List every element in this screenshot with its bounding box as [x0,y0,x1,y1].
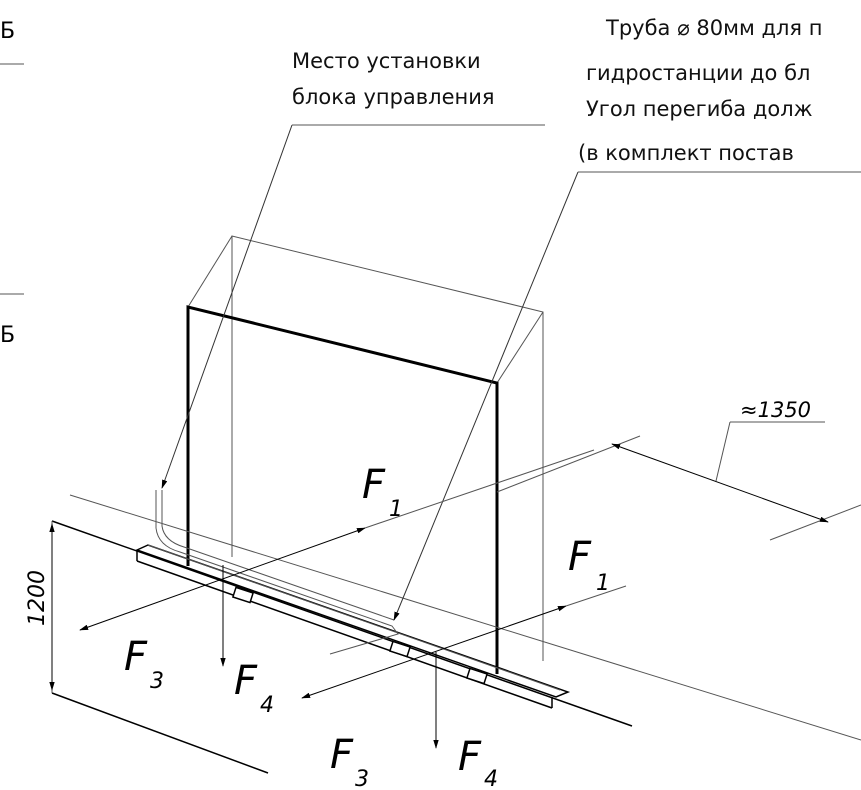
section-mark-top: Б [0,19,24,65]
dimension-depth: ≈1350 [496,398,861,541]
svg-text:Б: Б [0,19,15,44]
section-mark-bottom: Б [0,293,24,348]
force-f4-right: F 4 [433,652,498,790]
svg-text:Угол перегиба долж: Угол перегиба долж [586,97,813,121]
svg-text:3: 3 [150,669,164,694]
callout-control-unit: Место установки блока управления [292,49,495,109]
svg-text:(в комплект постав: (в комплект постав [578,141,794,165]
force-f3-left: F 3 [124,634,164,694]
svg-text:1: 1 [596,571,610,596]
force-f4-left: F 4 [220,565,274,718]
rail-bracket-3 [465,667,489,685]
callout-pipe-note: Труба ⌀ 80мм для п гидростанции до бл Уг… [578,16,822,165]
svg-text:F: F [362,462,386,508]
svg-text:F: F [124,634,148,680]
svg-text:F: F [458,734,482,780]
svg-text:Место установки: Место установки [292,49,481,73]
svg-text:1: 1 [389,497,403,522]
force-f3-right: F 3 [330,732,369,790]
gate-rear-outline [187,235,544,661]
svg-text:F: F [330,732,354,778]
svg-text:гидростанции до бл: гидростанции до бл [586,61,810,85]
force-f1-upper: F 1 [79,449,595,631]
callout-leader-pipe [393,171,861,621]
svg-text:3: 3 [355,767,369,790]
svg-text:≈1350: ≈1350 [740,398,811,422]
svg-text:4: 4 [260,693,274,718]
svg-text:Б: Б [0,323,15,348]
svg-text:блока управления: блока управления [292,85,495,109]
dimension-height: 1200 [25,523,55,691]
svg-text:F: F [234,658,258,704]
rail-bracket-2 [388,640,412,658]
gate-panel [186,305,499,674]
callout-leader-control-unit [161,124,545,489]
ground-lines [51,494,861,774]
svg-text:Труба ⌀ 80мм для п: Труба ⌀ 80мм для п [605,16,822,40]
force-f1-lower: F 1 [301,534,627,699]
svg-text:F: F [568,534,592,580]
svg-text:4: 4 [484,767,498,790]
svg-text:1200: 1200 [25,570,50,626]
